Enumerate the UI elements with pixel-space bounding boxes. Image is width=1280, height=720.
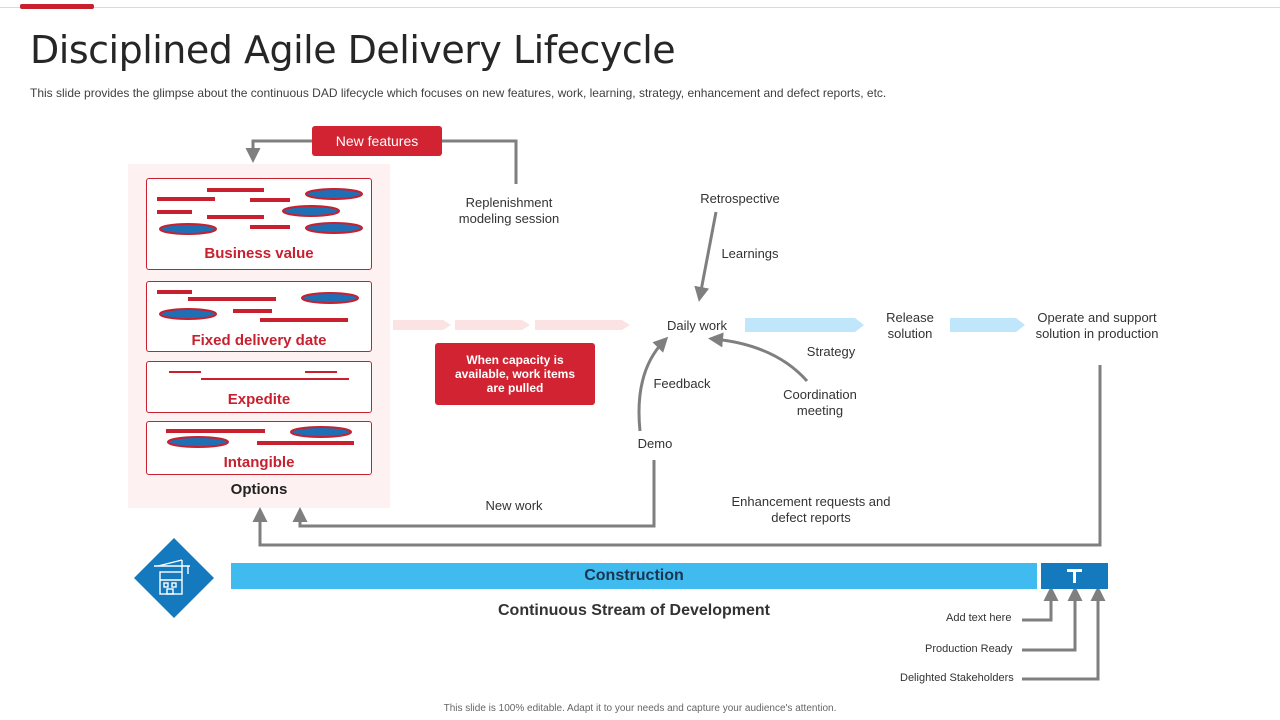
options-title: Options xyxy=(230,481,288,498)
production-ready-arrow xyxy=(1022,586,1083,652)
crane-building-icon xyxy=(134,538,214,618)
chevron-pink-3 xyxy=(535,320,630,330)
new-features-arrow xyxy=(245,139,312,163)
page-title: Disciplined Agile Delivery Lifecycle xyxy=(30,28,676,72)
release-label: Release solution xyxy=(870,310,950,342)
stream-label: Continuous Stream of Development xyxy=(497,602,771,619)
release-line1: Release xyxy=(886,310,934,325)
t-box xyxy=(1041,563,1108,589)
option-label-business-value: Business value xyxy=(204,245,314,262)
intangible-pattern-icon xyxy=(166,426,354,448)
replenishment-line2: modeling session xyxy=(458,211,560,226)
learnings-arrow xyxy=(694,211,718,302)
top-rule xyxy=(0,7,1280,8)
strategy-arrow xyxy=(708,332,809,382)
option-card-business-value: Business value xyxy=(146,178,372,270)
new-work-label: New work xyxy=(485,498,543,513)
construction-bar: Construction xyxy=(231,563,1037,589)
enhancement-line2: defect reports xyxy=(771,510,851,525)
chevron-blue-2 xyxy=(950,318,1025,332)
option-label-expedite: Expedite xyxy=(227,391,291,408)
new-features-box: New features xyxy=(312,126,442,156)
delighted-arrow xyxy=(1022,586,1106,681)
chevron-pink-2 xyxy=(455,320,530,330)
coordination-line1: Coordination xyxy=(783,387,857,402)
production-ready-callout: Production Ready xyxy=(925,643,1013,655)
business-value-pattern-icon xyxy=(157,188,363,235)
footer-note: This slide is 100% editable. Adapt it to… xyxy=(443,703,837,714)
chevron-blue-1 xyxy=(745,318,864,332)
option-card-intangible: Intangible xyxy=(146,421,372,475)
enhancement-line1: Enhancement requests and xyxy=(731,494,891,509)
add-text-callout: Add text here xyxy=(946,612,1012,624)
option-card-expedite: Expedite xyxy=(146,361,372,413)
operate-label: Operate and support solution in producti… xyxy=(1027,310,1167,342)
demo-label: Demo xyxy=(637,436,673,451)
retrospective-label: Retrospective xyxy=(700,191,780,206)
fixed-delivery-pattern-icon xyxy=(157,290,359,322)
new-work-arrow xyxy=(292,460,656,528)
capacity-note: When capacity is available, work items a… xyxy=(435,343,595,405)
replenishment-line1: Replenishment xyxy=(465,195,553,210)
release-line2: solution xyxy=(887,326,933,341)
t-glyph-icon xyxy=(1067,569,1082,583)
learnings-label: Learnings xyxy=(721,246,779,261)
delighted-callout: Delighted Stakeholders xyxy=(900,672,1014,684)
enhancement-arrow xyxy=(252,365,1102,547)
replenishment-connector xyxy=(442,139,518,184)
top-accent-bar xyxy=(20,4,94,9)
replenishment-label: Replenishment modeling session xyxy=(439,195,579,227)
strategy-label: Strategy xyxy=(806,344,856,359)
page-subtitle: This slide provides the glimpse about th… xyxy=(30,86,887,100)
add-text-arrow xyxy=(1022,586,1059,622)
feedback-label: Feedback xyxy=(653,376,711,391)
daily-work-label: Daily work xyxy=(667,318,727,333)
expedite-pattern-icon xyxy=(169,371,349,380)
coordination-label: Coordination meeting xyxy=(770,387,870,419)
operate-line2: solution in production xyxy=(1035,326,1159,341)
operate-line1: Operate and support xyxy=(1037,310,1157,325)
option-card-fixed-delivery: Fixed delivery date xyxy=(146,281,372,352)
coordination-line2: meeting xyxy=(796,403,844,418)
chevron-pink-1 xyxy=(393,320,451,330)
feedback-arrow xyxy=(637,336,669,432)
enhancement-label: Enhancement requests and defect reports xyxy=(721,494,901,526)
option-label-intangible: Intangible xyxy=(223,454,295,471)
option-label-fixed-delivery: Fixed delivery date xyxy=(191,332,327,349)
